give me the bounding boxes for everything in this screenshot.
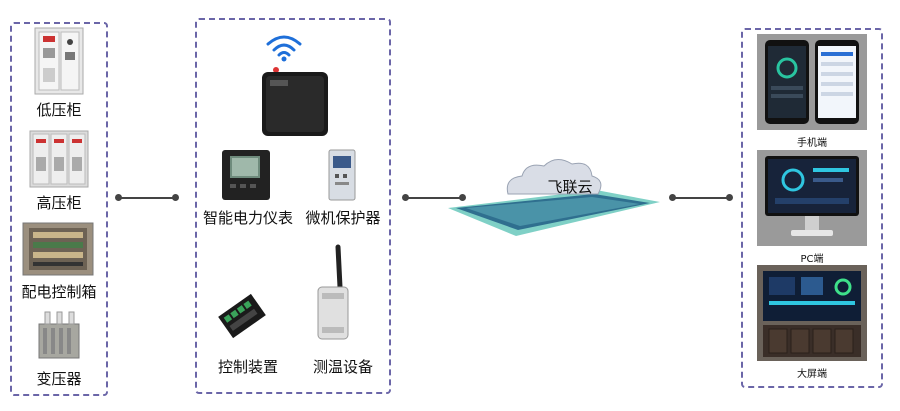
cloud-label: 飞联云: [547, 178, 593, 196]
connector-line: [402, 194, 466, 201]
device-label: 控制装置: [217, 358, 278, 376]
terminal-label: 手机端: [797, 138, 827, 149]
terminal-label: 大屏端: [797, 369, 827, 380]
high-voltage-cabinet-image: [29, 130, 89, 188]
wifi-icon: [266, 35, 302, 62]
connector-line: [115, 194, 179, 201]
large-screen-terminal-image: [757, 265, 867, 361]
left-item-label: 配电控制箱: [21, 283, 97, 301]
distribution-box-image: [22, 222, 94, 276]
cloud-platform-image: [448, 159, 660, 236]
left-item-label: 变压器: [36, 370, 82, 388]
device-label: 智能电力仪表: [202, 209, 293, 227]
transformer-image: [38, 311, 80, 359]
left-group-box: [10, 22, 108, 396]
protector-device-image: [328, 149, 356, 201]
connector-line: [669, 194, 733, 201]
right-group-box: [741, 28, 883, 388]
terminal-label: PC端: [800, 254, 824, 265]
gateway-device-image: [262, 67, 328, 136]
left-item-label: 高压柜: [36, 194, 82, 212]
power-meter-image: [222, 150, 270, 200]
control-device-image: [218, 293, 266, 339]
middle-group-box: [195, 18, 391, 394]
mobile-terminal-image: [757, 34, 867, 130]
left-item-label: 低压柜: [36, 101, 82, 119]
pc-terminal-image: [757, 150, 867, 246]
device-label: 测温设备: [312, 358, 373, 376]
device-label: 微机保护器: [305, 209, 381, 227]
low-voltage-cabinet-image: [34, 27, 84, 95]
temperature-device-image: [317, 244, 349, 340]
